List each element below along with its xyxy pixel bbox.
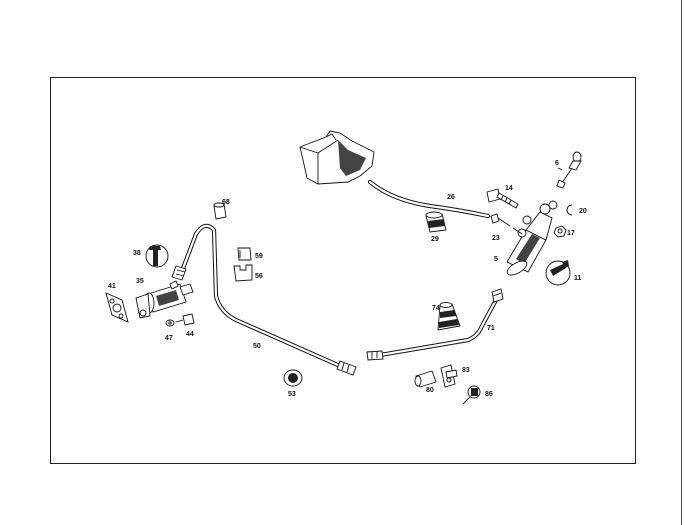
hose-26 — [367, 179, 491, 219]
label-47: 47 — [165, 335, 173, 342]
label-35: 35 — [136, 278, 144, 285]
wrench-icon — [545, 260, 571, 286]
pushrod-6 — [556, 151, 582, 189]
label-44: 44 — [186, 331, 194, 338]
nut-17 — [553, 225, 567, 238]
label-83: 83 — [462, 367, 470, 374]
sleeve-80 — [414, 370, 437, 388]
label-23: 23 — [492, 235, 500, 242]
fluid-reservoir — [299, 130, 375, 185]
label-68: 68 — [222, 199, 230, 206]
label-26: 26 — [447, 194, 455, 201]
grommet-59 — [237, 247, 252, 261]
pipe-50 — [171, 223, 357, 376]
label-71: 71 — [487, 325, 495, 332]
leader-lines — [557, 167, 563, 171]
page-edge-line — [681, 0, 682, 525]
clip-20 — [566, 204, 573, 216]
label-38: 38 — [133, 250, 141, 257]
screw-86 — [462, 385, 481, 405]
label-74: 74 — [432, 305, 440, 312]
diagram-frame — [50, 77, 636, 464]
label-11: 11 — [574, 275, 582, 282]
label-53: 53 — [288, 391, 296, 398]
pipe-71 — [366, 288, 504, 361]
label-56: 56 — [255, 273, 263, 280]
label-80: 80 — [426, 387, 434, 394]
boot-74 — [437, 302, 461, 331]
slave-cylinder-35 — [135, 280, 194, 319]
label-59: 59 — [255, 253, 263, 260]
clip-83 — [440, 364, 458, 388]
label-41: 41 — [108, 283, 116, 290]
label-6: 6 — [555, 160, 559, 167]
label-86: 86 — [485, 391, 493, 398]
label-5: 5 — [494, 256, 498, 263]
label-29: 29 — [431, 236, 439, 243]
boot-29 — [425, 211, 447, 233]
sleeve-68 — [213, 202, 227, 220]
bolt-44 — [175, 313, 195, 326]
part-labels: 6 14 20 26 23 17 29 5 11 68 38 59 56 41 … — [108, 160, 587, 398]
gasket-41 — [105, 292, 129, 323]
label-20: 20 — [579, 208, 587, 215]
bolt-23 — [490, 213, 511, 227]
wrench-icon — [145, 244, 169, 268]
master-cylinder-5 — [506, 200, 558, 276]
label-50: 50 — [253, 343, 261, 350]
washer-47 — [165, 319, 175, 327]
label-17: 17 — [567, 230, 575, 237]
grommet-53 — [283, 369, 303, 387]
clip-56 — [233, 264, 253, 282]
label-14: 14 — [505, 185, 513, 192]
bolt-14 — [486, 188, 519, 209]
